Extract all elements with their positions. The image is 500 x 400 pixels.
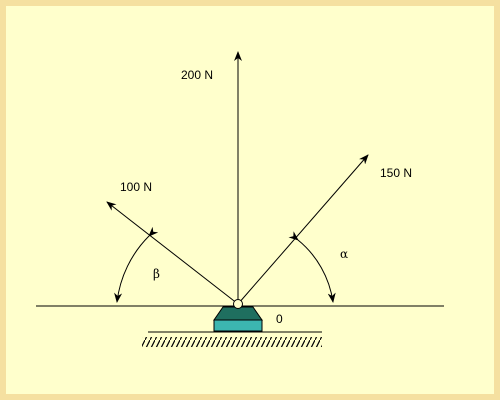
angle-arc-alpha bbox=[288, 231, 336, 303]
force-arrow-150n bbox=[237, 154, 369, 305]
support-base bbox=[213, 319, 263, 332]
pin-joint bbox=[233, 299, 243, 309]
support-top bbox=[213, 306, 263, 321]
angle-label-beta: β bbox=[153, 267, 160, 281]
angle-arc-beta bbox=[114, 226, 159, 303]
force-label-100n: 100 N bbox=[120, 180, 152, 194]
origin-label: 0 bbox=[276, 312, 283, 326]
angle-label-alpha: α bbox=[340, 247, 348, 261]
ground-hatching bbox=[142, 337, 322, 347]
force-label-200n: 200 N bbox=[181, 68, 213, 82]
force-label-150n: 150 N bbox=[380, 166, 412, 180]
force-arrow-100n bbox=[106, 201, 239, 305]
